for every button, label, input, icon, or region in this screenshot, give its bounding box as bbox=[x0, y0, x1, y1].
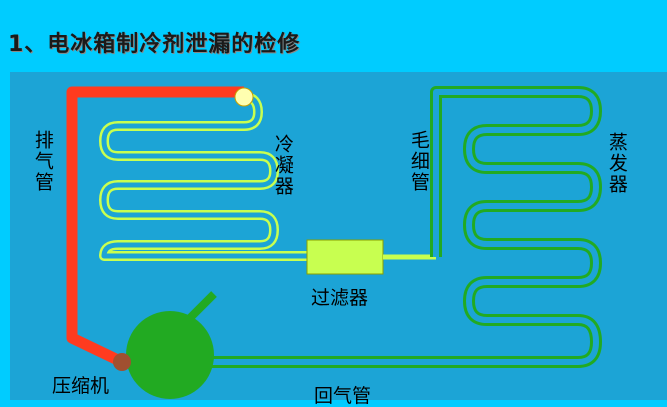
compressor-body bbox=[126, 311, 214, 399]
label-evaporator: 蒸发器 bbox=[605, 132, 628, 195]
label-capillary: 毛细管 bbox=[407, 130, 430, 193]
compressor-discharge-port bbox=[113, 353, 131, 371]
condenser-inlet-joint bbox=[234, 87, 254, 107]
label-return-pipe: 回气管 bbox=[314, 385, 372, 407]
label-condenser: 冷凝器 bbox=[271, 134, 294, 197]
filter-drier bbox=[306, 239, 384, 275]
label-compressor: 压缩机 bbox=[52, 375, 110, 397]
compressor-stub bbox=[187, 291, 217, 321]
label-filter: 过滤器 bbox=[311, 287, 369, 309]
label-discharge-pipe: 排气管 bbox=[31, 130, 54, 193]
page-title: 1、电冰箱制冷剂泄漏的检修 bbox=[8, 32, 301, 57]
discharge-pipe bbox=[66, 86, 244, 367]
